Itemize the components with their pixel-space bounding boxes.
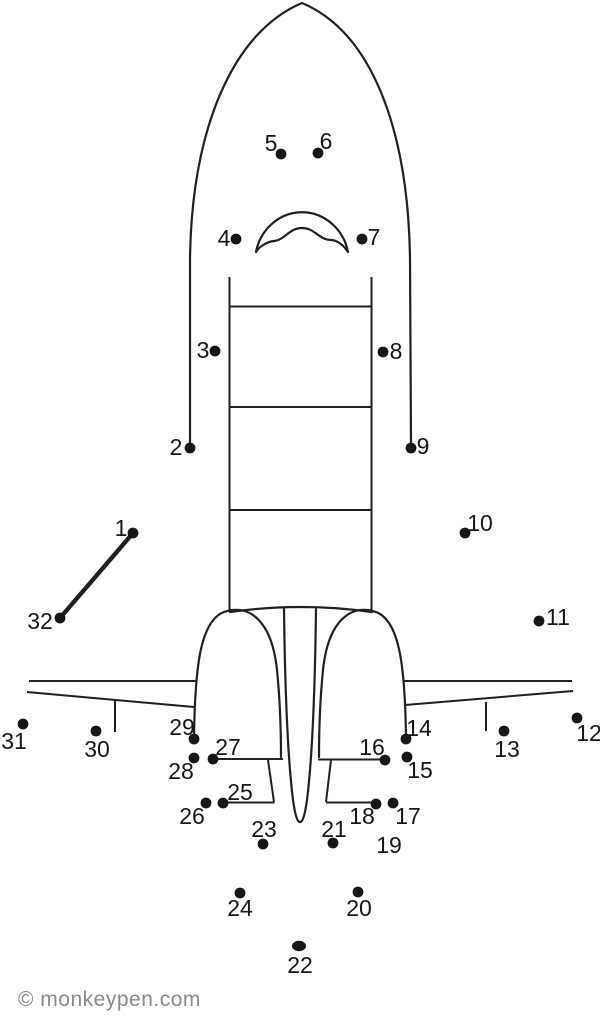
- dot-label-3: 3: [197, 337, 210, 363]
- center-nozzle: [282, 607, 318, 824]
- dot-label-8: 8: [390, 338, 403, 364]
- dot-label-9: 9: [417, 433, 430, 459]
- dot-label-5: 5: [265, 130, 278, 156]
- dot-11: [533, 615, 545, 627]
- dot-6: [312, 147, 324, 159]
- dot-label-1: 1: [115, 515, 128, 541]
- dot-1: [127, 527, 139, 539]
- dot-22: [292, 940, 306, 952]
- dot-label-31: 31: [1, 728, 27, 754]
- dot-13: [498, 725, 510, 737]
- dot-label-18: 18: [349, 803, 375, 829]
- dot-label-6: 6: [320, 128, 333, 154]
- dot-26: [200, 797, 212, 809]
- dot-27: [207, 753, 219, 765]
- right-skirt-diagonal: [325, 759, 332, 803]
- dot-label-20: 20: [346, 895, 372, 921]
- dot-label-17: 17: [395, 803, 421, 829]
- dot-label-24: 24: [227, 895, 253, 921]
- dot-9: [405, 442, 417, 454]
- dot-23: [257, 838, 269, 850]
- dot-25: [217, 797, 229, 809]
- right-wing-bottom-line: [404, 690, 574, 706]
- dot-7: [356, 233, 368, 245]
- left-booster-dome: [192, 608, 283, 759]
- dot-4: [230, 233, 242, 245]
- dot-label-14: 14: [406, 715, 432, 741]
- rocket-outline-group: [26, 1, 574, 824]
- dot-28: [188, 752, 200, 764]
- dot-label-25: 25: [227, 779, 253, 805]
- left-wing-bottom-line: [26, 691, 195, 708]
- dot-label-32: 32: [27, 608, 53, 634]
- dot-31: [17, 718, 29, 730]
- dot-label-11: 11: [546, 604, 570, 630]
- example-line-32-to-1: [57, 530, 136, 621]
- dot-label-4: 4: [218, 225, 231, 251]
- dot-label-22: 22: [287, 952, 313, 978]
- dot-2: [184, 442, 196, 454]
- dot-3: [209, 345, 221, 357]
- dots-layer: [17, 147, 583, 952]
- dot-29: [188, 733, 200, 745]
- nose-cone-outline: [188, 1, 413, 445]
- dot-20: [352, 886, 364, 898]
- dot-24: [234, 887, 246, 899]
- dot-label-15: 15: [407, 757, 433, 783]
- dot-label-30: 30: [84, 736, 110, 762]
- dot-label-21: 21: [321, 816, 347, 842]
- dot-label-10: 10: [467, 510, 493, 536]
- example-connection-layer: [57, 530, 136, 621]
- dot-32: [54, 612, 66, 624]
- dot-30: [90, 725, 102, 737]
- watermark-text: © monkeypen.com: [18, 988, 201, 1011]
- dot-8: [377, 346, 389, 358]
- dot-15: [401, 751, 413, 763]
- dot-label-2: 2: [170, 434, 183, 460]
- dot-10: [459, 527, 471, 539]
- engine-top-arc: [228, 605, 374, 614]
- nose-window-arch: [254, 211, 350, 254]
- dot-12: [571, 712, 583, 724]
- dot-label-28: 28: [168, 758, 194, 784]
- dot-21: [327, 837, 339, 849]
- dot-label-23: 23: [251, 816, 277, 842]
- dot-label-13: 13: [494, 736, 520, 762]
- dot-17: [387, 797, 399, 809]
- dot-label-26: 26: [179, 803, 205, 829]
- dot-14: [400, 733, 412, 745]
- left-skirt-diagonal: [267, 759, 275, 803]
- right-booster-dome: [317, 608, 408, 759]
- dot-label-16: 16: [359, 734, 385, 760]
- dot-label-12: 12: [576, 720, 600, 746]
- dot-18: [370, 798, 382, 810]
- dot-16: [379, 754, 391, 766]
- dot-label-7: 7: [368, 224, 381, 250]
- dot-label-19: 19: [376, 832, 402, 858]
- dot-label-29: 29: [169, 714, 195, 740]
- dot-5: [275, 148, 287, 160]
- dot-label-27: 27: [215, 734, 241, 760]
